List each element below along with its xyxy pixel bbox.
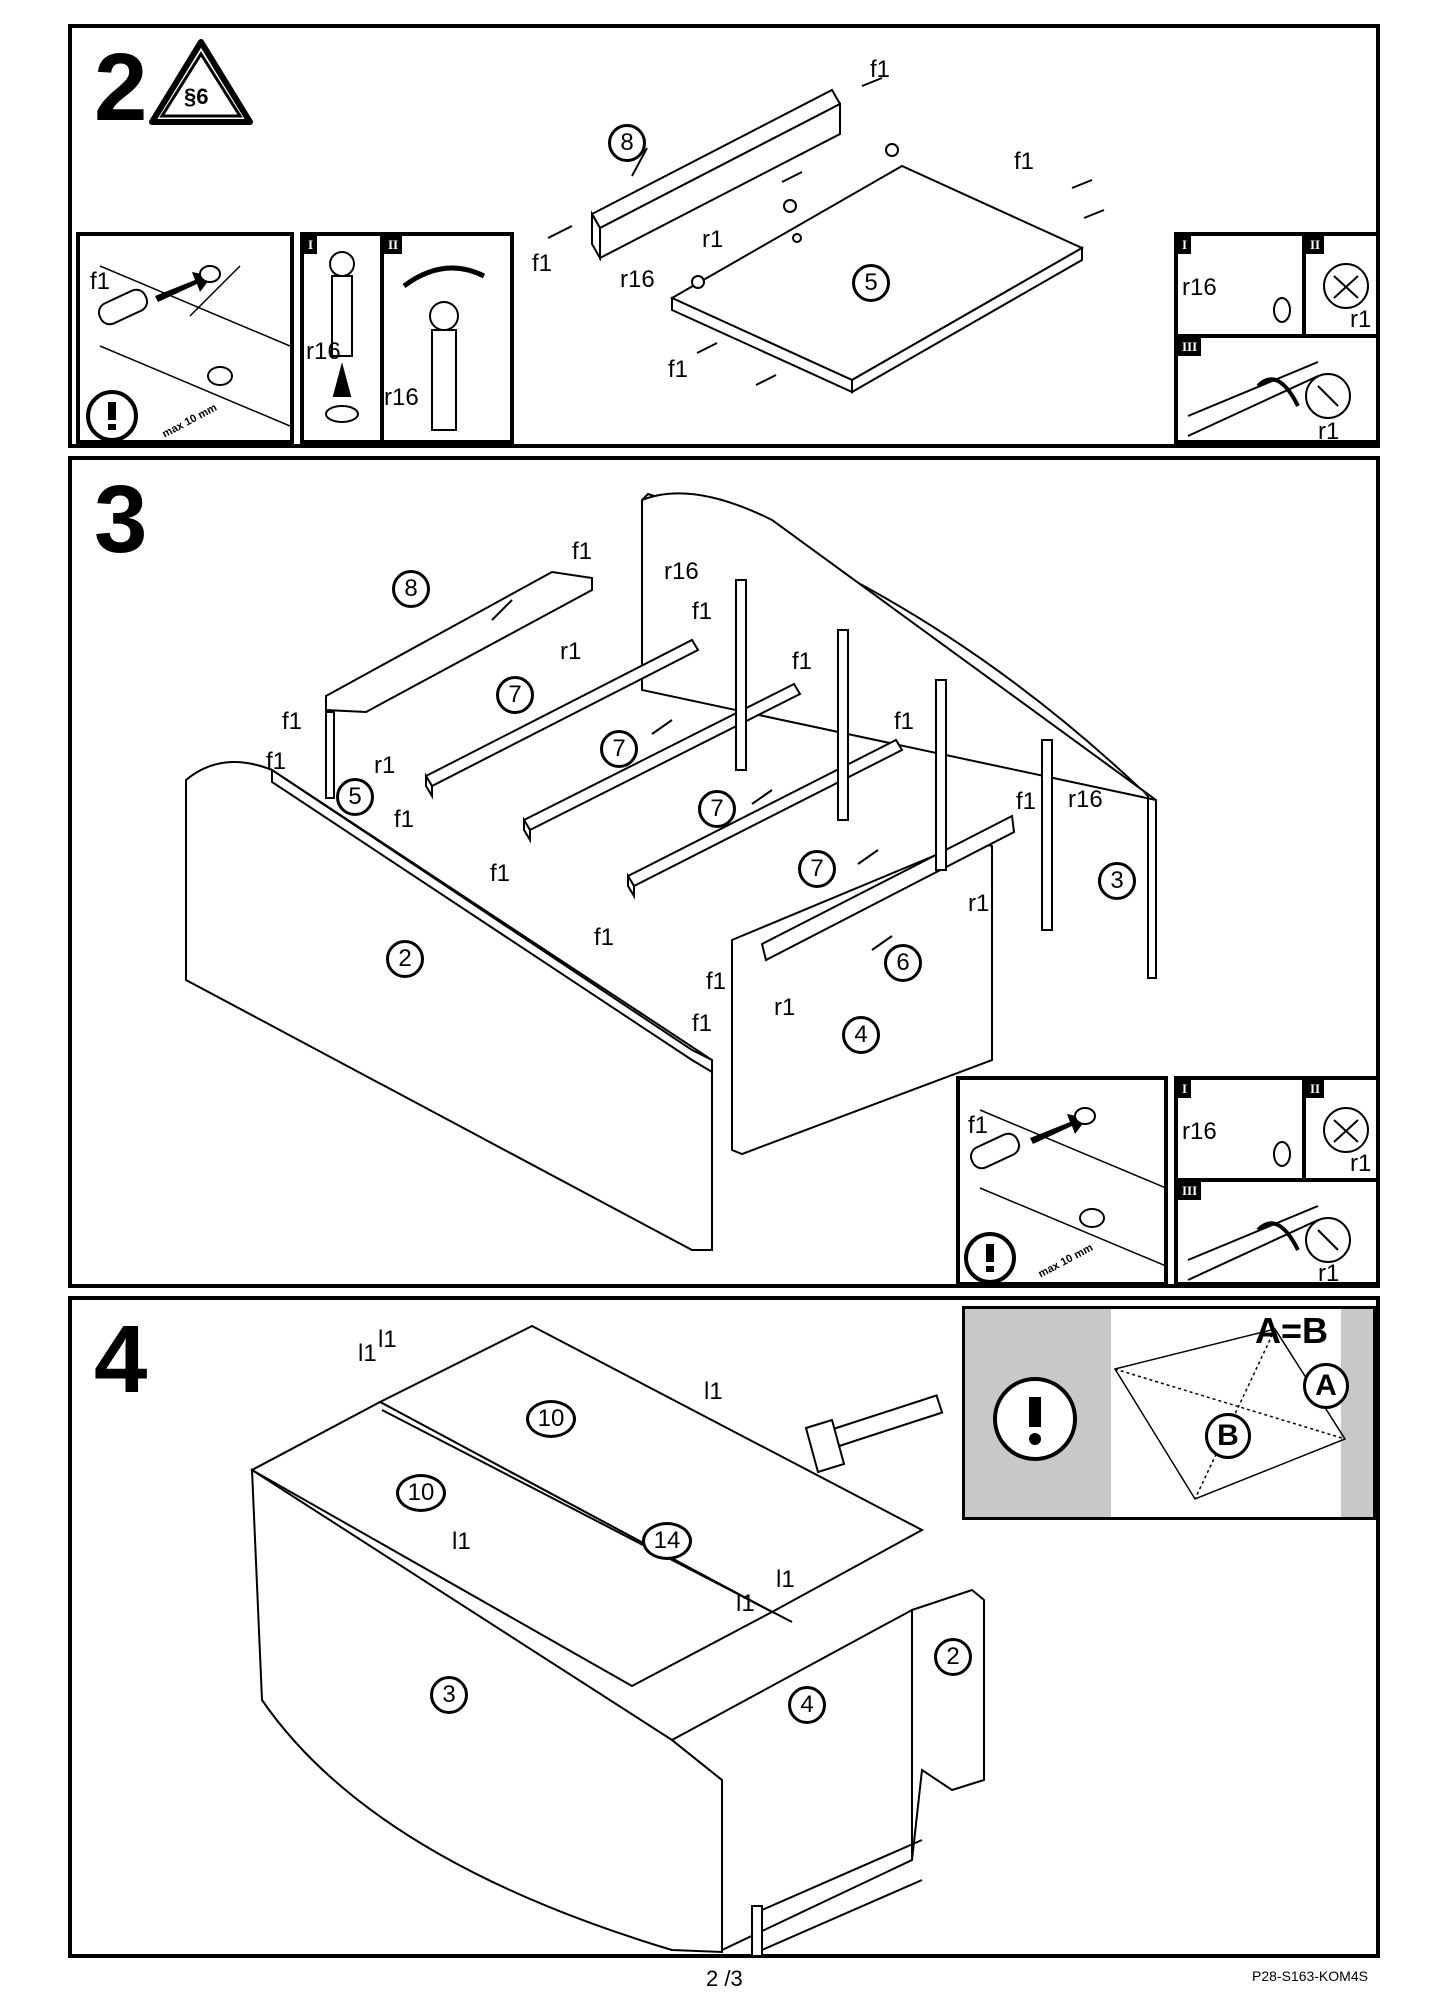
step-number: 4	[94, 1306, 148, 1413]
label-f1: f1	[792, 648, 813, 675]
step-number: 2	[94, 34, 148, 141]
part-7-label: 7	[698, 790, 736, 828]
label-r1: r1	[774, 994, 796, 1021]
warning-badge-text: §6	[184, 84, 209, 109]
label-f1: f1	[282, 708, 303, 735]
label-f1: f1	[490, 860, 511, 887]
label-f1: f1	[894, 708, 915, 735]
dowel-detail-drawing	[86, 265, 290, 440]
label-f1: f1	[668, 356, 689, 383]
step-3-panel: 3	[68, 456, 1380, 1288]
roman-ii: II	[1306, 236, 1325, 254]
detail-r1: r1	[1350, 306, 1372, 333]
detail-r1: r1	[1350, 1150, 1372, 1177]
detail-r1: r1	[1318, 1260, 1340, 1286]
detail-r1: r1	[1318, 418, 1340, 444]
part-5-label: 5	[852, 264, 890, 302]
part-3-label: 3	[1098, 862, 1136, 900]
label-l1: l1	[776, 1566, 795, 1593]
detail-r16: r16	[306, 338, 341, 365]
part-7-label: 7	[798, 850, 836, 888]
part-5-label: 5	[336, 778, 374, 816]
label-f1: f1	[594, 924, 615, 951]
cam-lock-drawing	[1187, 1107, 1369, 1281]
cam-lock-drawing	[1187, 263, 1369, 437]
label-r1: r1	[560, 638, 582, 665]
label-r16: r16	[620, 266, 655, 293]
label-f1: f1	[870, 56, 891, 83]
diagonal-check-inset: A=B A B	[962, 1306, 1376, 1520]
page-number: 2 /3	[706, 1966, 743, 1991]
step-4-panel: 4 10 10 14 3 4 2 l1 l1 l1 l1 l1 l1	[68, 1296, 1380, 1958]
roman-iii: III	[1178, 338, 1202, 356]
label-f1: f1	[394, 806, 415, 833]
label-l1: l1	[452, 1528, 471, 1555]
part-7-label: 7	[496, 676, 534, 714]
label-f1: f1	[572, 538, 593, 565]
document-code: P28-S163-KOM4S	[1252, 1968, 1368, 1984]
detail-f1: f1	[90, 268, 111, 295]
part-14-label: 14	[642, 1522, 692, 1560]
diagonal-check-drawing	[993, 1328, 1347, 1500]
roman-iii: III	[1178, 1182, 1202, 1200]
roman-i: I	[1178, 1080, 1192, 1098]
label-l1: l1	[358, 1340, 377, 1367]
label-r1: r1	[968, 890, 990, 917]
label-r1: r1	[702, 226, 724, 253]
warning-triangle-icon	[149, 39, 253, 125]
part-8-label: 8	[392, 570, 430, 608]
diagonal-a-label: A	[1303, 1363, 1349, 1409]
label-f1: f1	[692, 598, 713, 625]
part-4-label: 4	[788, 1686, 826, 1724]
label-r16: r16	[664, 558, 699, 585]
dowel-detail-inset: f1 max 10 mm	[76, 232, 294, 444]
label-r1: r1	[374, 752, 396, 779]
label-f1: f1	[532, 250, 553, 277]
label-f1: f1	[692, 1010, 713, 1037]
step-number: 3	[94, 466, 148, 573]
step-2-panel: 2 §6 8 5 f1 f1 f1	[68, 24, 1380, 448]
part-2-label: 2	[386, 940, 424, 978]
part-3-label: 3	[430, 1676, 468, 1714]
roman-i: I	[304, 236, 318, 254]
label-f1: f1	[266, 748, 287, 775]
cam-detail-inset: I II r16 r16	[300, 232, 514, 444]
step-4-drawing	[249, 1324, 985, 1957]
part-10-label: 10	[526, 1400, 576, 1438]
roman-ii: II	[384, 236, 403, 254]
step-3-drawing	[185, 492, 1157, 1251]
part-2-label: 2	[934, 1638, 972, 1676]
label-f1: f1	[1014, 148, 1035, 175]
label-f1: f1	[706, 968, 727, 995]
label-l1: l1	[378, 1326, 397, 1353]
detail-r16: r16	[1182, 1118, 1217, 1145]
label-l1: l1	[704, 1378, 723, 1405]
label-f1: f1	[1016, 788, 1037, 815]
part-8-label: 8	[608, 124, 646, 162]
detail-r16: r16	[1182, 274, 1217, 301]
diagonal-b-label: B	[1205, 1413, 1251, 1459]
part-6-label: 6	[884, 944, 922, 982]
label-l1: l1	[736, 1590, 755, 1617]
part-10-label: 10	[396, 1474, 446, 1512]
cam-screw-drawing	[325, 251, 486, 431]
part-7-label: 7	[600, 730, 638, 768]
detail-r16: r16	[384, 384, 419, 411]
dowel-detail-inset: f1 max 10 mm	[956, 1076, 1168, 1286]
roman-i: I	[1178, 236, 1192, 254]
detail-f1: f1	[968, 1112, 989, 1139]
cam-lock-inset: I II III r16 r1 r1	[1174, 232, 1380, 444]
part-4-label: 4	[842, 1016, 880, 1054]
roman-ii: II	[1306, 1080, 1325, 1098]
equality-label: A=B	[1255, 1310, 1329, 1351]
cam-lock-inset: I II III r16 r1 r1	[1174, 1076, 1380, 1286]
label-r16: r16	[1068, 786, 1103, 813]
dowel-detail-drawing	[964, 1107, 1164, 1282]
